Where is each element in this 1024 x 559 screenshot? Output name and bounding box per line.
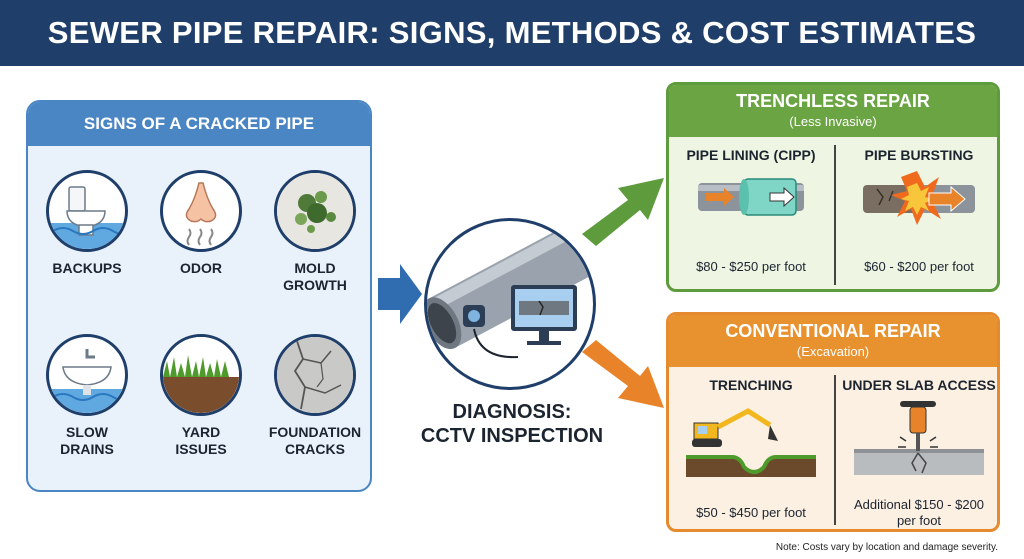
- sign-foundation-cracks: FOUNDATION CRACKS: [260, 334, 370, 458]
- method-title: TRENCHING: [709, 377, 793, 393]
- arrow-down-right-icon: [582, 340, 664, 408]
- conventional-title: CONVENTIONAL REPAIR: [725, 321, 941, 341]
- trenchless-title: TRENCHLESS REPAIR: [736, 91, 930, 111]
- sink-icon: [46, 334, 128, 416]
- sign-label: BACKUPS: [52, 260, 122, 276]
- sign-label: FOUNDATION CRACKS: [268, 424, 362, 457]
- page-title: SEWER PIPE REPAIR: SIGNS, METHODS & COST…: [47, 15, 977, 50]
- diagnosis-line-2: CCTV INSPECTION: [420, 425, 604, 447]
- arrow-up-right-icon: [582, 178, 664, 246]
- pipe-bursting-icon: [863, 171, 975, 225]
- sign-odor: ODOR: [146, 170, 256, 277]
- method-title: PIPE BURSTING: [864, 147, 974, 163]
- cost-line-1: Additional $150 - $200: [853, 497, 985, 512]
- method-cost: $80 - $250 per foot: [696, 259, 806, 274]
- nose-icon: [160, 170, 242, 252]
- pipe-lining-icon: [698, 178, 804, 216]
- sign-slow-drains: SLOW DRAINS: [32, 334, 142, 458]
- diagnosis-line-1: DIAGNOSIS:: [452, 401, 572, 423]
- sign-backups: BACKUPS: [32, 170, 142, 277]
- cracked-concrete-icon: [274, 334, 356, 416]
- conventional-panel: CONVENTIONAL REPAIR (Excavation) TRENCHI…: [666, 312, 1000, 532]
- conventional-header: CONVENTIONAL REPAIR (Excavation): [669, 315, 997, 367]
- arrow-right-icon: [378, 264, 422, 324]
- footnote: Note: Costs vary by location and damage …: [775, 542, 998, 553]
- grass-icon: [160, 334, 242, 416]
- trenchless-subtitle: (Less Invasive): [789, 114, 877, 129]
- sign-mold: MOLD GROWTH: [260, 170, 370, 294]
- column-divider: [834, 145, 836, 285]
- cost-line-2: per foot: [896, 513, 942, 528]
- sign-label: MOLD GROWTH: [283, 260, 347, 293]
- trenchless-header: TRENCHLESS REPAIR (Less Invasive): [669, 85, 997, 137]
- sign-label: ODOR: [180, 260, 222, 276]
- excavator-icon: [686, 408, 816, 477]
- column-divider: [834, 375, 836, 525]
- trenchless-panel: TRENCHLESS REPAIR (Less Invasive) PIPE L…: [666, 82, 1000, 292]
- method-title: UNDER SLAB ACCESS: [842, 377, 996, 393]
- title-banner: SEWER PIPE REPAIR: SIGNS, METHODS & COST…: [0, 0, 1024, 66]
- method-cost: $50 - $450 per foot: [696, 505, 806, 520]
- signs-header: SIGNS OF A CRACKED PIPE: [28, 102, 370, 146]
- method-pipe-bursting: PIPE BURSTING $60 - $200 per foot: [837, 137, 997, 287]
- sign-yard-issues: YARD ISSUES: [146, 334, 256, 458]
- conventional-subtitle: (Excavation): [796, 344, 870, 359]
- method-pipe-lining: PIPE LINING (CIPP) $80 - $250 per foot: [669, 137, 833, 287]
- method-under-slab: UNDER SLAB ACCESS Additional $150 - $200…: [837, 367, 997, 529]
- method-trenching: TRENCHING $50 - $450 per foot: [669, 367, 833, 527]
- mold-icon: [274, 170, 356, 252]
- method-title: PIPE LINING (CIPP): [686, 147, 816, 163]
- sign-label: YARD ISSUES: [175, 424, 227, 457]
- sign-label: SLOW DRAINS: [60, 424, 114, 457]
- signs-panel: SIGNS OF A CRACKED PIPE BACKUPS ODOR: [26, 100, 372, 492]
- jackhammer-icon: [854, 401, 984, 475]
- cctv-camera-icon: [424, 218, 596, 390]
- method-cost: Additional $150 - $200 per foot: [837, 497, 997, 529]
- method-cost: $60 - $200 per foot: [864, 259, 974, 274]
- toilet-icon: [46, 170, 128, 252]
- diagnosis-label: DIAGNOSIS: CCTV INSPECTION: [398, 400, 626, 448]
